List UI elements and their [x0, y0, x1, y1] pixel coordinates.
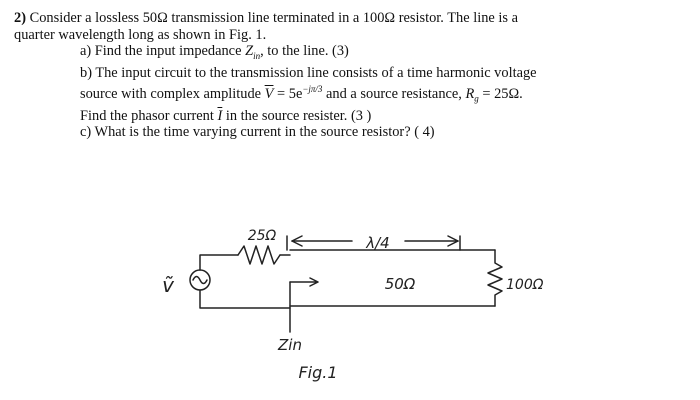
source-top-wire [199, 254, 239, 271]
part-b-line3-prefix: Find the phasor current [80, 107, 218, 124]
part-a: a) Find the input impedance Zin, to the … [14, 43, 686, 64]
part-a-suffix: , to the line. (3) [260, 43, 349, 60]
phasor-v: V [264, 86, 274, 103]
source-bottom-wire [199, 289, 291, 309]
voltage-source-icon [189, 269, 211, 291]
lambda-arrowhead-left [291, 235, 303, 247]
ac-wave [192, 275, 208, 285]
problem-intro-text: Consider a lossless 50Ω transmission lin… [29, 10, 518, 26]
source-resistor-label: 25Ω [248, 228, 277, 244]
zin-subscript: in [253, 51, 261, 62]
problem-number: 2) [14, 10, 26, 26]
line-impedance-label: 50Ω [385, 275, 416, 293]
part-a-prefix: a) Find the input impedance [80, 43, 246, 60]
zin-symbol: Z [245, 43, 254, 60]
part-b-line3-suffix: in the source resister. (3 ) [222, 107, 372, 124]
figure-caption: Fig.1 [298, 363, 337, 382]
exponent: −jπ/3 [302, 84, 323, 95]
phasor-i: I [217, 107, 223, 124]
problem-text: 2) Consider a lossless 50Ω transmission … [14, 10, 686, 141]
part-b-line3: Find the phasor current I in the source … [14, 108, 686, 125]
part-c: c) What is the time varying current in t… [80, 124, 435, 141]
problem-intro-line1: 2) Consider a lossless 50Ω transmission … [14, 10, 686, 27]
rg-subscript: g [474, 93, 479, 104]
part-b-mid: and a source resistance, [322, 86, 466, 103]
zin-arrow [289, 277, 319, 287]
source-label: ṽ [162, 273, 175, 297]
part-b-line1: b) The input circuit to the transmission… [80, 64, 537, 81]
part-b-line2: source with complex amplitude V = 5e−jπ/… [14, 81, 686, 107]
problem-intro-line2: quarter wavelength long as shown in Fig.… [14, 26, 267, 43]
lambda-arrowhead-right [447, 235, 459, 247]
wavelength-label: λ/4 [365, 234, 389, 252]
zin-label: Zin [277, 336, 302, 354]
part-b-prefix: source with complex amplitude [80, 86, 265, 103]
part-b-suffix: = 25Ω. [478, 86, 523, 103]
load-resistor [487, 249, 503, 307]
equals-5e: = 5e [273, 86, 303, 103]
load-label: 100Ω [506, 277, 544, 293]
source-resistor [237, 245, 281, 265]
rg-symbol: R [465, 86, 475, 103]
